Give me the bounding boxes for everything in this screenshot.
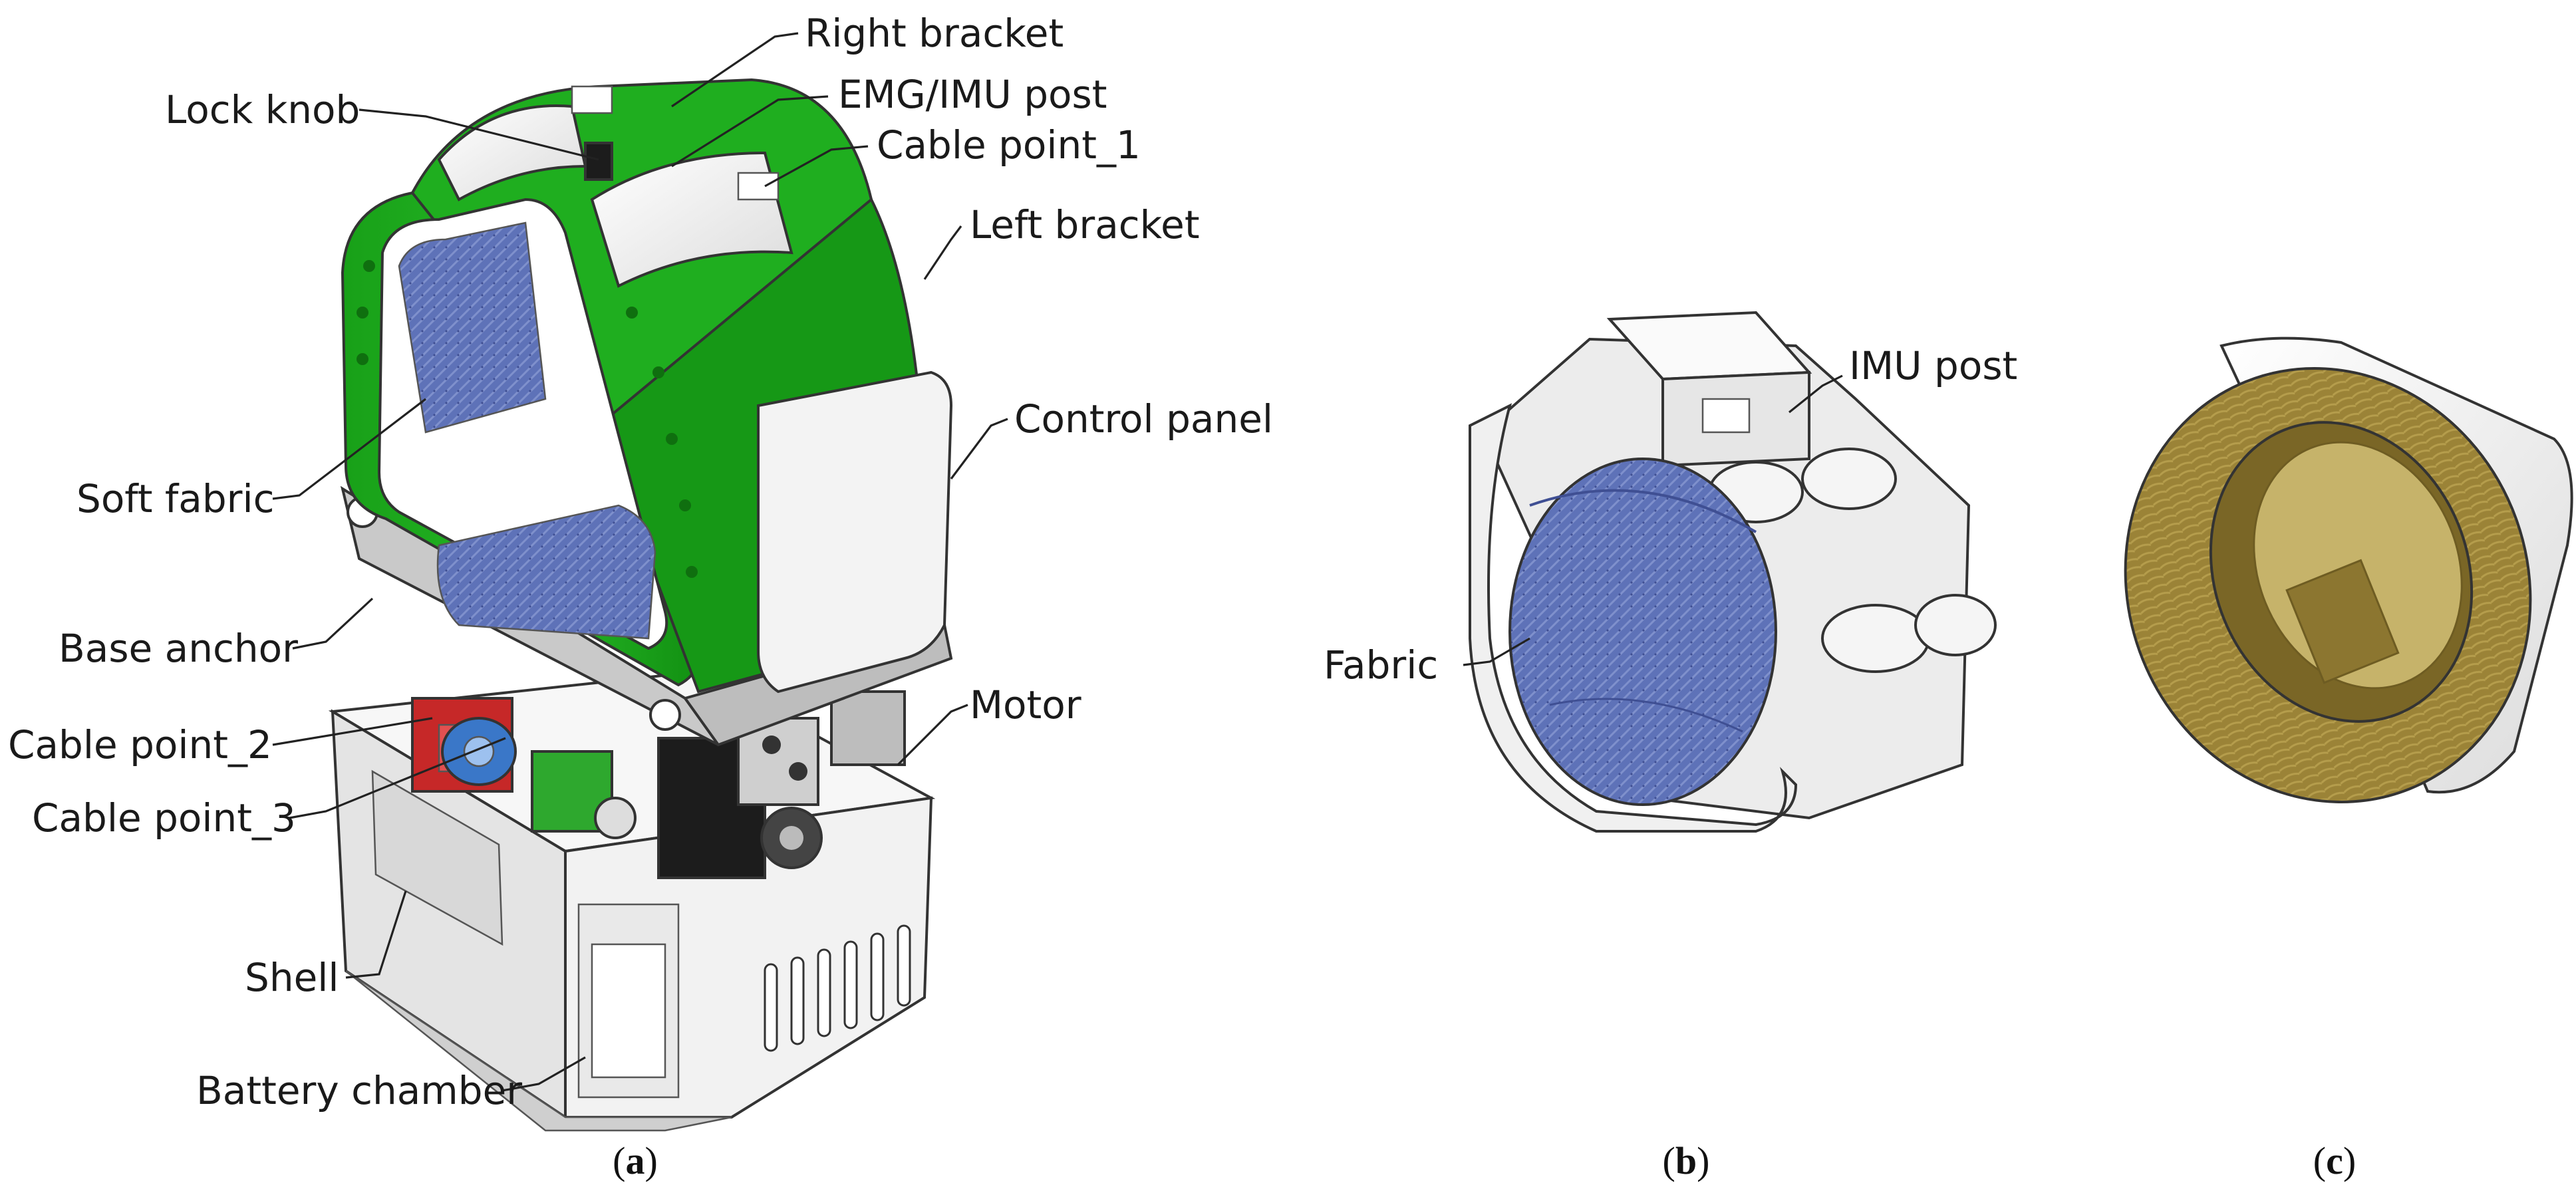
labels-a: Right bracket Lock knob EMG/IMU post Cab… — [8, 11, 1273, 1113]
leader-lines-a — [272, 32, 1008, 1092]
label-right-bracket: Right bracket — [805, 11, 1064, 56]
caption-a: (a) — [613, 1139, 658, 1182]
panel-a-device-drawing — [328, 78, 953, 1132]
label-battery-chamber: Battery chamber — [196, 1068, 522, 1113]
panel-b-cuff-drawing — [1469, 311, 1997, 833]
caption-b: (b) — [1663, 1139, 1710, 1182]
captions: (a) (b) (c) — [613, 1139, 2356, 1182]
label-motor: Motor — [970, 682, 1081, 728]
leader-lines-b — [1463, 374, 1843, 666]
label-control-panel: Control panel — [1014, 396, 1273, 442]
panel-c-ring-drawing — [2124, 336, 2573, 803]
label-cable-point-3: Cable point_3 — [32, 795, 296, 841]
label-base-anchor: Base anchor — [59, 626, 298, 671]
label-shell: Shell — [245, 955, 339, 1000]
label-soft-fabric: Soft fabric — [76, 476, 275, 521]
labels-b: IMU post Fabric — [1324, 343, 2017, 688]
label-fabric: Fabric — [1324, 642, 1438, 688]
green-bracket — [341, 78, 953, 694]
caption-c: (c) — [2313, 1139, 2356, 1182]
label-left-bracket: Left bracket — [970, 202, 1200, 247]
shell-body — [328, 670, 936, 1132]
label-cable-point-1: Cable point_1 — [877, 122, 1141, 168]
label-cable-point-2: Cable point_2 — [8, 722, 272, 767]
label-emg-imu-post: EMG/IMU post — [838, 72, 1107, 117]
internal-mechanism — [411, 690, 906, 879]
label-imu-post: IMU post — [1849, 343, 2017, 388]
label-lock-knob: Lock knob — [165, 87, 360, 132]
shell-vents — [764, 924, 911, 1052]
